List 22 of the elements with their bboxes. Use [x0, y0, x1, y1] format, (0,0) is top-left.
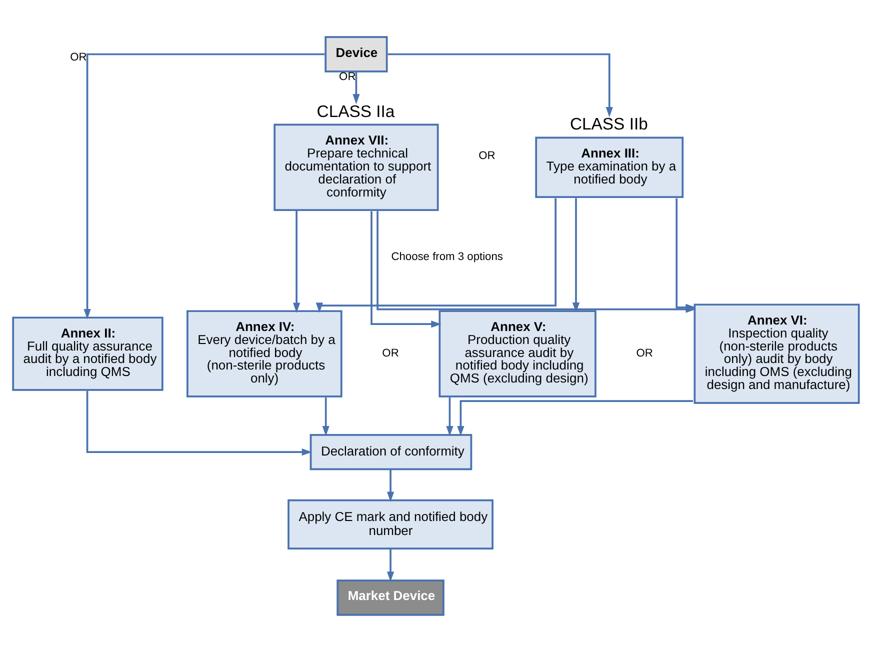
arrow: [386, 549, 394, 582]
arrow: [388, 53, 613, 118]
arrow: [386, 470, 394, 502]
arrow: [86, 390, 312, 456]
arrow: [84, 53, 325, 320]
edge-label: OR: [70, 51, 87, 64]
arrow: [352, 72, 360, 104]
arrow: [316, 198, 557, 313]
label: Choose from 3 options: [391, 251, 503, 264]
label: OR: [382, 348, 399, 360]
arrow: [457, 400, 693, 436]
arrow: [572, 198, 580, 313]
arrow: [676, 198, 696, 311]
arrow: [322, 398, 330, 436]
arrow: [446, 398, 454, 436]
edge-label: OR: [339, 71, 356, 84]
node-label: CLASS IIa: [316, 102, 395, 121]
arrow: [370, 211, 442, 328]
arrow: [292, 211, 300, 313]
label: OR: [636, 348, 653, 360]
label: OR: [478, 150, 496, 162]
node-label: CLASS IIb: [570, 114, 648, 134]
